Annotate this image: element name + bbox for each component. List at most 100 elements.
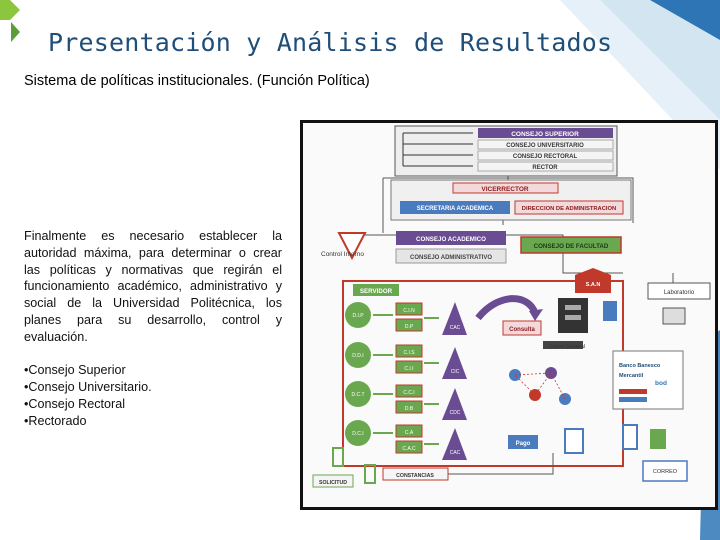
laboratorio-box — [647, 282, 711, 300]
servidor-box — [353, 284, 399, 296]
consejo-academico-box — [396, 231, 506, 245]
unit-box-label: C.C.I — [403, 390, 414, 396]
phone-icon — [603, 301, 617, 321]
server-slot-icon — [565, 305, 581, 310]
document-icon — [332, 447, 344, 467]
dept-circle — [345, 302, 371, 328]
triangle-label: CIC — [451, 369, 460, 375]
unit-box — [395, 360, 423, 374]
corner-slant-shape — [650, 0, 720, 40]
rector-box — [477, 161, 614, 172]
cobro-general-label: Cobro General — [549, 344, 585, 350]
unit-box — [395, 440, 423, 454]
triangle-shape — [442, 428, 467, 460]
unit-box-label: D.P — [405, 324, 414, 330]
correo-label: CORREO — [653, 469, 678, 475]
calculator-icon — [650, 429, 666, 449]
triangle-label: CDC — [450, 410, 461, 416]
consejo-superior-label: CONSEJO SUPERIOR — [511, 131, 579, 138]
body-paragraph: Finalmente es necesario establecer la au… — [24, 229, 282, 344]
vicerrector-label: VICERRECTOR — [481, 186, 528, 193]
diagram-canvas: CONSEJO SUPERIOR CONSEJO UNIVERSITARIO C… — [312, 125, 711, 488]
triangle-shape — [442, 347, 467, 379]
consulta-box — [502, 320, 542, 336]
constancias-label: CONSTANCIAS — [396, 473, 434, 479]
bank-label: bod — [655, 380, 667, 387]
laboratorio-label: Laboratorio — [664, 290, 695, 296]
unit-box — [395, 344, 423, 358]
card-terminal-icon — [564, 428, 584, 454]
unit-box — [395, 318, 423, 332]
unit-box-label: C.A.C — [402, 446, 416, 452]
bullet-list: •Consejo Superior •Consejo Universitario… — [24, 362, 152, 430]
unit-box — [395, 400, 423, 414]
curved-arrow-head-icon — [529, 309, 543, 321]
unit-box-label: C.A — [405, 430, 414, 436]
solicitud-box — [312, 474, 354, 488]
dept-circle-label: D.D.I — [352, 353, 363, 359]
correo-box — [642, 460, 688, 482]
terminal-icon — [543, 341, 583, 349]
connector-lines — [448, 453, 554, 475]
dept-circle — [345, 342, 371, 368]
vicerrector-box — [452, 182, 559, 194]
bank-label: Banco Banesco — [619, 363, 661, 369]
control-interno-label: Control Interno — [321, 251, 364, 258]
pago-label: Pago — [516, 441, 531, 447]
unit-box-label: D.B — [405, 406, 414, 412]
unit-box — [395, 424, 423, 438]
direccion-box — [514, 200, 624, 215]
triangle-shape — [442, 302, 467, 335]
bullet-item: •Consejo Superior — [24, 363, 126, 377]
consejo-academico-label: CONSEJO ACADEMICO — [416, 236, 486, 243]
dept-circles — [345, 302, 371, 446]
solicitud-label: SOLICITUD — [319, 480, 347, 486]
consejo-rectoral-label: CONSEJO RECTORAL — [513, 154, 578, 160]
unit-boxes — [395, 302, 423, 454]
stack-arrows — [402, 132, 473, 167]
secretaria-box — [400, 201, 510, 214]
triangle-label: CAC — [450, 450, 461, 456]
bullet-item: •Rectorado — [24, 414, 87, 428]
bullet-item: •Consejo Rectoral — [24, 397, 126, 411]
san-label: S.A.N — [586, 282, 601, 288]
corner-arrow-shape — [0, 0, 20, 20]
consejo-administrativo-label: CONSEJO ADMINISTRATIVO — [410, 255, 492, 261]
user-icon — [529, 389, 541, 401]
consejo-universitario-box — [477, 139, 614, 150]
consejo-rectoral-box — [477, 150, 614, 161]
bank-logo-icon — [619, 397, 647, 402]
san-shape — [575, 268, 611, 293]
slide-subtitle: Sistema de políticas institucionales. (F… — [24, 73, 370, 89]
consejo-administrativo-box — [395, 248, 507, 264]
monitor-icon — [662, 307, 686, 325]
policy-system-diagram: CONSEJO SUPERIOR CONSEJO UNIVERSITARIO C… — [300, 120, 718, 510]
bank-label: Mercantil — [619, 373, 644, 379]
secretaria-label: SECRETARIA ACADEMICA — [417, 206, 494, 212]
bullet-item: •Consejo Universitario. — [24, 380, 152, 394]
control-interno-triangle — [337, 232, 367, 261]
dept-circle — [345, 420, 371, 446]
consejo-facultad-label: CONSEJO DE FACULTAD — [534, 243, 609, 250]
dept-circle-label: D.C.T — [351, 392, 364, 398]
consejo-universitario-label: CONSEJO UNIVERSITARIO — [506, 143, 584, 149]
dept-circle — [345, 381, 371, 407]
unit-box — [395, 384, 423, 398]
direccion-label: DIRECCION DE ADMINISTRACION — [522, 206, 616, 212]
process-triangles — [442, 302, 467, 460]
servidor-label: SERVIDOR — [360, 288, 393, 295]
corner-arrow-shape — [11, 22, 20, 42]
triangle-label: CAC — [450, 325, 461, 331]
rector-label: RECTOR — [532, 165, 558, 171]
consulta-label: Consulta — [509, 327, 535, 333]
server-slot-icon — [565, 315, 581, 320]
unit-box-label: C.I.N — [403, 308, 415, 314]
consejo-facultad-box — [520, 236, 622, 254]
pago-box — [508, 435, 538, 449]
bank-logo-icon — [619, 389, 647, 394]
curved-arrow-icon — [475, 295, 539, 321]
phone-icon — [622, 424, 638, 450]
dept-circle-label: D.C.I — [352, 431, 363, 437]
consejo-superior-box — [478, 128, 613, 138]
